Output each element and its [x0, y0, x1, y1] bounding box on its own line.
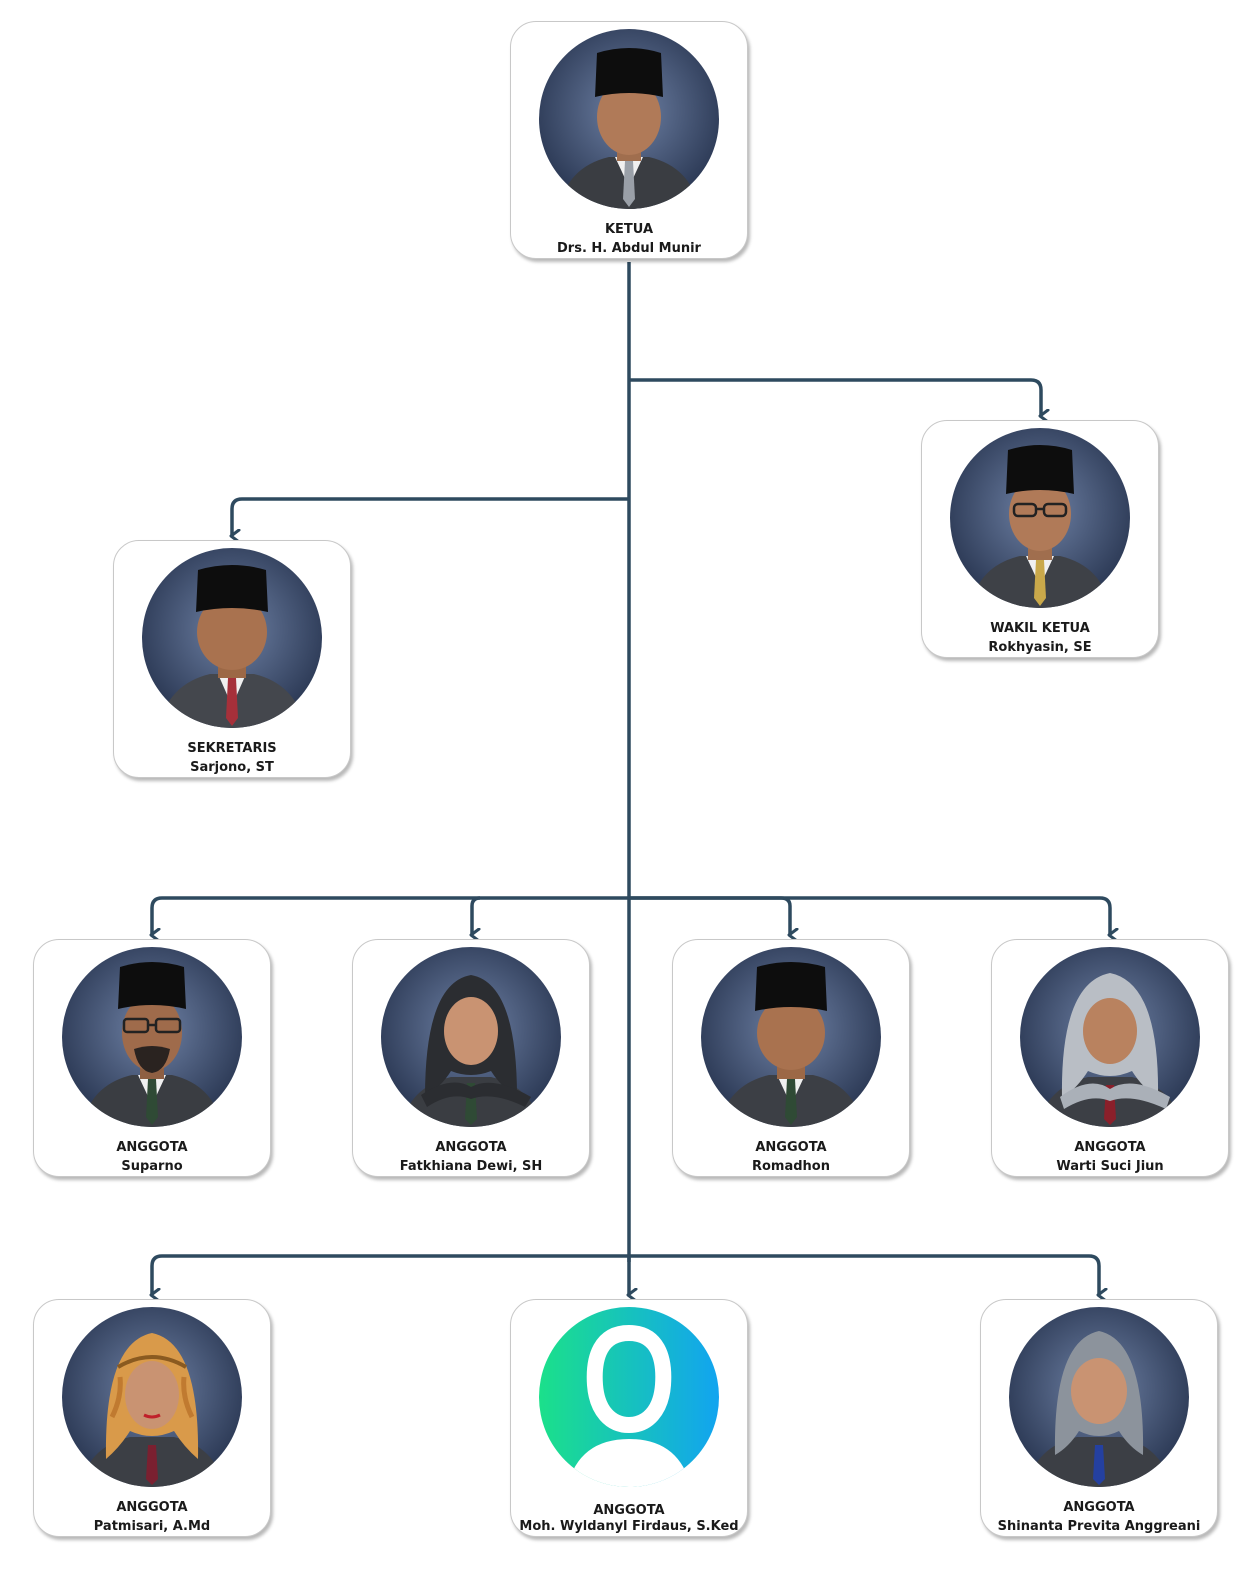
role-label: WAKIL KETUA [990, 621, 1090, 636]
person-name: Fatkhiana Dewi, SH [399, 1159, 543, 1174]
role-label: KETUA [604, 222, 654, 237]
portrait-man-peci [701, 947, 881, 1127]
connector-row-4 [152, 1254, 629, 1295]
photo-anggota [701, 947, 881, 1127]
photo-anggota [539, 1307, 719, 1487]
role-label: ANGGOTA [1063, 1500, 1135, 1515]
role-label: ANGGOTA [116, 1500, 188, 1515]
connector-anggota-2 [472, 896, 480, 935]
connector-anggota-4 [629, 896, 1110, 935]
role-label: ANGGOTA [1074, 1140, 1146, 1155]
card-anggota-7: ANGGOTA Shinanta Previta Anggreani [980, 1299, 1218, 1537]
portrait-woman-hijab [381, 947, 561, 1127]
card-anggota-6: ANGGOTA Moh. Wyldanyl Firdaus, S.Ked [510, 1299, 748, 1537]
portrait-woman-hijab [1009, 1307, 1189, 1487]
photo-anggota [1009, 1307, 1189, 1487]
role-label: ANGGOTA [593, 1503, 665, 1518]
photo-anggota [381, 947, 561, 1127]
photo-anggota [62, 1307, 242, 1487]
photo-ketua [539, 29, 719, 209]
photo-anggota [62, 947, 242, 1127]
person-name: Moh. Wyldanyl Firdaus, S.Ked [519, 1519, 739, 1534]
card-ketua: KETUA Drs. H. Abdul Munir [510, 21, 748, 259]
person-name: Patmisari, A.Md [93, 1519, 211, 1534]
person-name: Suparno [121, 1159, 183, 1174]
portrait-man-peci-glasses [62, 947, 242, 1127]
role-label: SEKRETARIS [187, 741, 277, 756]
portrait-man-peci [142, 548, 322, 728]
person-name: Sarjono, ST [190, 760, 274, 775]
role-label: ANGGOTA [755, 1140, 827, 1155]
connector-anggota-3 [629, 896, 790, 935]
card-anggota-5: ANGGOTA Patmisari, A.Md [33, 1299, 271, 1537]
role-label: ANGGOTA [116, 1140, 188, 1155]
portrait-woman-hijab [62, 1307, 242, 1487]
portrait-man-peci-glasses [950, 428, 1130, 608]
card-anggota-2: ANGGOTA Fatkhiana Dewi, SH [352, 939, 590, 1177]
card-wakil-ketua: WAKIL KETUA Rokhyasin, SE [921, 420, 1159, 658]
card-anggota-1: ANGGOTA Suparno [33, 939, 271, 1177]
connector-sekretaris [232, 497, 629, 536]
user-placeholder-icon [539, 1307, 719, 1487]
connector-wakil-ketua [629, 378, 1041, 416]
person-name: Shinanta Previta Anggreani [997, 1519, 1201, 1534]
photo-sekretaris [142, 548, 322, 728]
photo-anggota [1020, 947, 1200, 1127]
person-name: Romadhon [751, 1159, 830, 1174]
card-anggota-4: ANGGOTA Warti Suci Jiun [991, 939, 1229, 1177]
card-anggota-3: ANGGOTA Romadhon [672, 939, 910, 1177]
photo-wakil-ketua [950, 428, 1130, 608]
portrait-woman-hijab [1020, 947, 1200, 1127]
connector-anggota-7 [629, 1254, 1099, 1295]
connector-row-3 [152, 896, 629, 935]
role-label: ANGGOTA [435, 1140, 507, 1155]
person-name: Warti Suci Jiun [1056, 1159, 1164, 1174]
person-name: Drs. H. Abdul Munir [557, 241, 701, 256]
portrait-man-peci [539, 29, 719, 209]
card-sekretaris: SEKRETARIS Sarjono, ST [113, 540, 351, 778]
person-name: Rokhyasin, SE [988, 640, 1092, 655]
